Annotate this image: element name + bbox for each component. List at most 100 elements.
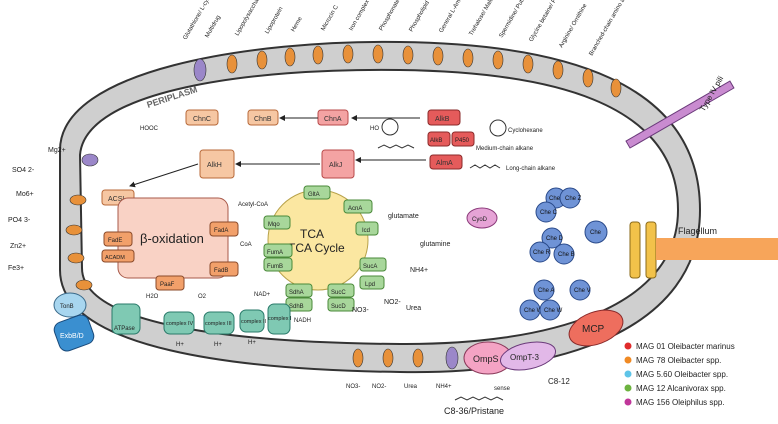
long-alkane-chain	[469, 164, 501, 169]
chnc-label: ChnC	[193, 116, 211, 123]
glta-label: GltA	[308, 192, 320, 198]
sdha-label: SdhA	[289, 290, 304, 296]
tca-title-1: TCA	[300, 227, 324, 241]
lpd-label: Lpd	[365, 282, 375, 288]
beta-oxidation-title: β-oxidation	[140, 231, 204, 246]
nad-label: NAD+	[254, 292, 271, 298]
fadb-label: FadB	[214, 268, 228, 274]
tca-cycle: TCA TCA Cycle GltA AcnA Icd SucA Lpd Suc…	[263, 185, 387, 312]
alkb2-label: AlkB	[430, 138, 442, 144]
sucd-label: SucD	[331, 304, 346, 310]
glutamate-label: glutamate	[388, 213, 419, 220]
cher-circle	[529, 241, 551, 263]
alkb-top-box	[427, 109, 461, 126]
fuma-label: FumA	[267, 250, 283, 256]
acetyl-coa-label: Acetyl-CoA	[238, 202, 268, 208]
alkane-arrow	[129, 163, 199, 188]
p450-label: P450	[455, 138, 470, 144]
pristane-chain	[454, 396, 504, 401]
no3-label: NO3-	[352, 307, 369, 314]
transporter-label: Heme	[291, 16, 305, 33]
transporter-label: Microcin C	[321, 4, 341, 32]
transporter-label: Lipopolysaccharide	[235, 0, 266, 37]
legend-label: MAG 156 Oleiphilus spp.	[636, 398, 725, 407]
cyclohexane-ring	[489, 119, 507, 137]
pili-shaft	[625, 80, 735, 149]
acna-label: AcnA	[348, 206, 362, 212]
complex3-box	[203, 311, 235, 335]
legend-label: MAG 01 Oleibacter marinus	[636, 342, 735, 351]
h-label: H+	[214, 342, 222, 348]
mcp-label: MCP	[582, 324, 605, 335]
legend-swatch	[624, 384, 632, 392]
p450-box	[451, 131, 475, 147]
chec-circle	[535, 201, 557, 223]
fade-label: FadE	[108, 238, 122, 244]
fade-box	[103, 231, 133, 247]
purple-transporters	[81, 58, 459, 370]
nh4-label: NH4+	[410, 267, 428, 274]
che-label: Che	[590, 230, 602, 236]
alkj-label: AlkJ	[329, 162, 342, 169]
che-circle	[584, 220, 608, 244]
acna-box	[343, 199, 373, 214]
mcp-oval	[568, 309, 624, 347]
cyod-oval	[466, 207, 498, 229]
exbbd-label: ExbB/D	[60, 333, 84, 340]
cyclohexane-label: Cyclohexane	[508, 128, 543, 134]
alcohol-ring	[381, 118, 399, 136]
o2-label: O2	[198, 294, 207, 300]
legend-swatch	[624, 398, 632, 406]
long-alkane-label: Long-chain alkane	[506, 166, 556, 172]
chev-circle	[569, 279, 591, 301]
fumb-box	[263, 257, 293, 272]
sdha-box	[285, 283, 313, 298]
nitrogen-metabolism: glutamate glutamine NH4+ Urea NO3- NO2- …	[352, 207, 498, 314]
ion-label: Zn2+	[10, 243, 26, 250]
ion-label: Fe3+	[8, 265, 24, 272]
acadm-label: ACADM	[105, 255, 125, 261]
alma-label: AlmA	[436, 160, 453, 167]
chea-label: Che A	[538, 288, 554, 294]
hooc-label: HOOC	[140, 126, 159, 132]
sdhb-label: SdhB	[289, 304, 304, 310]
chea-circle	[533, 279, 555, 301]
complex4-label: complex IV	[166, 321, 194, 327]
transporter-label: Phospholipid	[409, 0, 431, 33]
respiratory-chain: TonB ExbB/D ATPase complex IV complex II…	[53, 292, 311, 352]
chemotaxis: Che X Che Z Che C Che D Che R Che B Che …	[519, 187, 608, 321]
chnb-label: ChnB	[254, 116, 272, 123]
chew2-label: Che W	[544, 308, 563, 314]
chez-circle	[559, 187, 581, 209]
legend: MAG 01 Oleibacter marinus MAG 78 Oleibac…	[624, 342, 735, 407]
sucd-box	[327, 297, 355, 312]
chev-label: Che V	[574, 288, 591, 294]
sense-label: sense	[494, 386, 511, 392]
transporter-label: Phosphonate	[379, 0, 402, 32]
tca-title: TCA Cycle	[288, 241, 345, 255]
outer-nitrogen-label: NO2-	[372, 384, 386, 390]
transporter-label: Arginine/ Ornithine	[559, 2, 589, 49]
exbbd-box	[53, 314, 95, 352]
legend-swatch	[624, 356, 632, 364]
alkh-label: AlkH	[207, 162, 222, 169]
coa-label: CoA	[240, 242, 252, 248]
atpase-label: ATPase	[114, 326, 136, 332]
atpase-box	[111, 303, 141, 335]
transporter-label: Trehalose/ Maltose	[469, 0, 500, 37]
flagellum-motor	[645, 221, 657, 279]
alkh-box	[199, 149, 235, 179]
transporter-label: Glycine betaine/ Proline	[529, 0, 566, 43]
fada-box	[209, 221, 239, 237]
transporter-label: General L-Amino acid	[439, 0, 473, 34]
ched-circle	[541, 227, 563, 249]
mqo-box	[263, 215, 291, 230]
acsl-label: ACSL	[108, 196, 126, 203]
glutamine-label: glutamine	[420, 241, 450, 248]
transporter-label: Iron complex	[349, 0, 371, 32]
glta-box	[303, 185, 331, 200]
alkj-box	[321, 149, 355, 179]
transporter-label: Lipoprotein	[265, 6, 285, 35]
lpd-box	[359, 275, 385, 290]
